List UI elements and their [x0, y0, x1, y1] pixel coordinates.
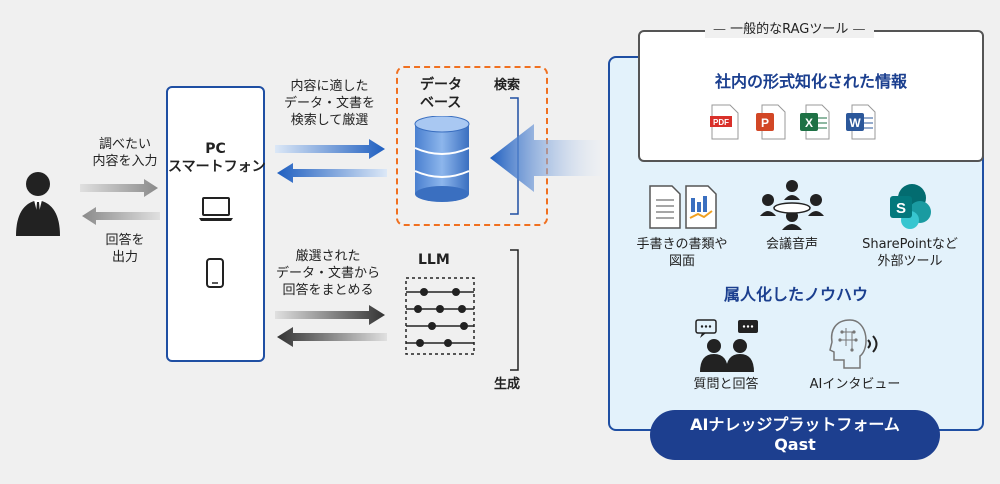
sharepoint-label-line2: 外部ツール — [877, 254, 943, 269]
search-label: 検索 — [494, 78, 521, 93]
tacit-knowhow-title: 属人化したノウハウ — [723, 285, 868, 304]
general-rag-label-text: 一般的なRAGツール — [730, 22, 849, 37]
sharepoint-label: SharePointなど 外部ツール — [840, 236, 980, 270]
user-silhouette-icon — [16, 172, 60, 236]
pdf-file-type: PDF — [713, 118, 729, 127]
pc-device-box: PC スマートフォン — [166, 86, 266, 362]
powerpoint-file-icon: P — [756, 104, 786, 140]
answer-flow-line2: データ・文書から — [275, 266, 380, 281]
database-title-line1: データ — [420, 77, 462, 93]
output-arrow — [82, 207, 160, 225]
pc-title-line2: スマートフォン — [168, 159, 266, 175]
input-label: 調べたい 内容を入力 — [80, 136, 170, 170]
meeting-audio-label: 会議音声 — [765, 237, 818, 252]
input-label-line1: 調べたい — [98, 137, 151, 152]
svg-text:S: S — [896, 200, 906, 217]
formal-info-title: 社内の形式知化された情報 — [714, 72, 907, 91]
word-file-icon: W — [846, 104, 876, 140]
laptop-icon — [199, 197, 233, 221]
llm-title: LLM — [418, 252, 450, 268]
database-title-line2: ベース — [420, 95, 462, 111]
input-label-line2: 内容を入力 — [92, 154, 158, 169]
ai-interview-label: AIインタビュー — [809, 377, 901, 392]
search-flow-label: 内容に適した データ・文書を 検索して厳選 — [272, 78, 387, 129]
generate-bracket — [510, 249, 519, 371]
pc-title: PC スマートフォン — [168, 140, 266, 176]
qast-platform-badge: AIナレッジプラットフォーム Qast — [650, 410, 940, 460]
output-label-line2: 出力 — [111, 250, 138, 265]
question-answer-label: 質問と回答 — [693, 377, 759, 392]
sharepoint-label-line1: SharePointなど — [862, 237, 958, 252]
database-cylinder-icon — [414, 116, 470, 202]
handwritten-document-icon — [649, 185, 717, 229]
answer-request-arrow — [275, 305, 385, 325]
general-rag-label: — 一般的なRAGツール — — [705, 21, 874, 38]
word-file-type: W — [849, 116, 861, 130]
search-flow-line3: 検索して厳選 — [290, 113, 369, 128]
handwritten-label-line2: 図面 — [668, 254, 695, 269]
powerpoint-file-type: P — [761, 116, 769, 130]
search-result-arrow — [277, 163, 387, 183]
smartphone-icon — [206, 258, 224, 288]
search-flow-line1: 内容に適した — [290, 79, 369, 94]
answer-flow-line3: 回答をまとめる — [282, 283, 374, 298]
database-title: データ ベース — [420, 76, 462, 112]
handwritten-label-line1: 手書きの書類や — [636, 237, 728, 252]
answer-result-arrow — [277, 327, 387, 347]
search-request-arrow — [275, 139, 385, 159]
excel-file-icon: X — [800, 104, 830, 140]
output-label-line1: 回答を — [105, 233, 145, 248]
neural-network-icon — [405, 277, 475, 355]
data-source-arrow — [490, 124, 602, 192]
pdf-file-icon: PDF — [710, 104, 739, 140]
excel-file-type: X — [805, 116, 813, 130]
meeting-icon — [760, 180, 824, 230]
input-arrow — [80, 179, 158, 197]
general-rag-box — [638, 30, 984, 162]
platform-name-line2: Qast — [774, 435, 816, 454]
pc-title-line1: PC — [205, 141, 226, 157]
ai-interview-icon — [829, 319, 878, 369]
answer-flow-label: 厳選された データ・文書から 回答をまとめる — [268, 248, 388, 299]
handwritten-label: 手書きの書類や 図面 — [612, 236, 752, 270]
answer-flow-line1: 厳選された — [295, 249, 361, 264]
platform-name-line1: AIナレッジプラットフォーム — [690, 415, 900, 434]
question-answer-icon — [695, 319, 758, 372]
generate-label: 生成 — [494, 377, 521, 392]
search-flow-line2: データ・文書を — [283, 96, 375, 111]
output-label: 回答を 出力 — [80, 232, 170, 266]
sharepoint-icon: S — [890, 184, 931, 229]
